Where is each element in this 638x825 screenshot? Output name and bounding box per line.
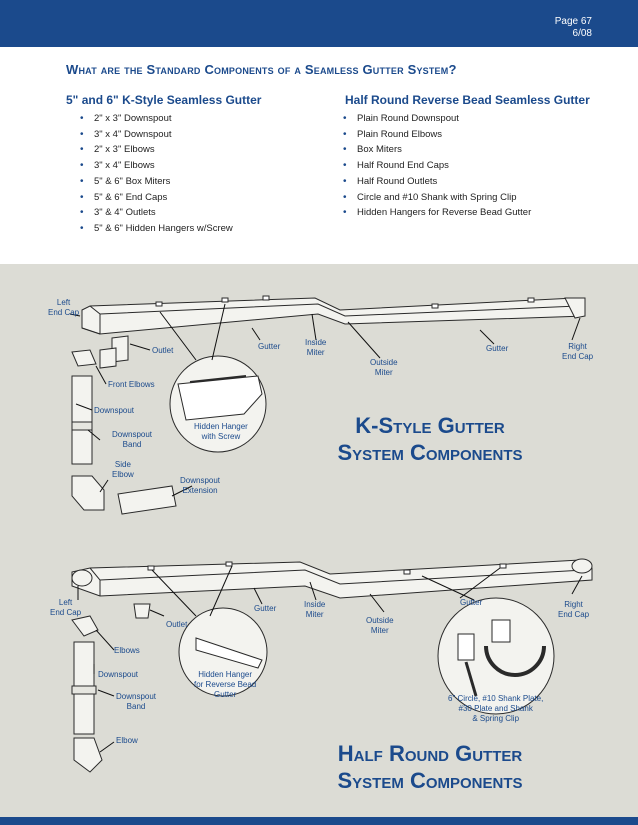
halfround-component-item: • Box Miters: [343, 142, 531, 158]
k-label-downspout: Downspout: [94, 406, 135, 415]
kstyle-diagram-title: K-Style Gutter System Components: [300, 412, 560, 466]
kstyle-component-item: • 2" x 3" Downspout: [80, 111, 233, 127]
halfround-component-item-text: Half Round End Caps: [357, 160, 449, 172]
h-label-gutter-2: Gutter: [460, 598, 483, 607]
h-label-circle-shank: 6" Circle, #10 Shank Plate,#30 Plate and…: [448, 694, 544, 723]
k-label-gutter-1: Gutter: [258, 342, 281, 351]
halfround-arrows: [77, 565, 583, 753]
page-number: Page 67 6/08: [555, 16, 592, 40]
kstyle-component-item: • 2" x 3" Elbows: [80, 142, 233, 158]
page-heading: What are the Standard Components of a Se…: [66, 62, 457, 77]
halfround-component-list: • Plain Round Downspout • Plain Round Elbow…: [343, 111, 531, 221]
halfround-component-item-text: Plain Round Elbows: [357, 128, 443, 140]
halfround-component-item: • Plain Round Downspout: [343, 111, 531, 127]
halfround-component-item-text: Plain Round Downspout: [357, 113, 459, 124]
h-label-downspout: Downspout: [98, 670, 139, 679]
halfround-component-item-text: Circle and #10 Shank with Spring Clip: [357, 191, 517, 203]
bullet-icon: •: [80, 175, 84, 187]
halfround-title-line-2: System Components: [337, 768, 523, 793]
kstyle-component-item: • 3" x 4" Downspout: [80, 127, 233, 143]
kstyle-hanger-callout: [169, 355, 267, 453]
halfround-circle-callout: [437, 597, 555, 715]
kstyle-component-item-text: 3" & 4" Outlets: [94, 207, 156, 219]
kstyle-component-item-text: 2" x 3" Elbows: [94, 144, 155, 156]
halfround-component-item: • Half Round End Caps: [343, 158, 531, 174]
halfround-component-item-text: Half Round Outlets: [357, 175, 438, 187]
kstyle-component-item-text: 3" x 4" Downspout: [94, 128, 172, 140]
kstyle-downspout-illustration: [71, 335, 177, 515]
bullet-icon: •: [343, 160, 347, 172]
bullet-icon: •: [80, 191, 84, 203]
kstyle-column-title: 5" and 6" K-Style Seamless Gutter: [66, 93, 262, 107]
kstyle-component-item-text: 5" & 6" Box Miters: [94, 175, 171, 187]
halfround-component-item: • Hidden Hangers for Reverse Bead Gutter: [343, 205, 531, 221]
halfround-title-line-1: Half Round Gutter: [337, 741, 523, 766]
h-label-elbows: Elbows: [114, 646, 140, 655]
header-bar: [0, 0, 638, 47]
kstyle-gutter-illustration: [81, 295, 586, 335]
h-label-outlet: Outlet: [166, 620, 188, 629]
kstyle-title-line-1: K-Style Gutter: [355, 413, 505, 438]
diagram-illustration: [69, 295, 593, 773]
k-label-outlet: Outlet: [152, 346, 174, 355]
bullet-icon: •: [80, 144, 84, 156]
k-label-front-elbows: Front Elbows: [108, 380, 155, 389]
halfround-component-item-text: Box Miters: [357, 144, 402, 156]
bullet-icon: •: [80, 207, 84, 219]
kstyle-component-item: • 3" x 4" Elbows: [80, 158, 233, 174]
h-label-elbow: Elbow: [116, 736, 138, 745]
kstyle-component-item-text: 5" & 6" End Caps: [94, 191, 168, 203]
bullet-icon: •: [80, 160, 84, 172]
halfround-hanger-callout: [178, 607, 268, 697]
kstyle-component-item: • 5" & 6" Hidden Hangers w/Screw: [80, 221, 233, 237]
bullet-icon: •: [80, 222, 84, 234]
bullet-icon: •: [343, 144, 347, 156]
kstyle-component-item-text: 2" x 3" Downspout: [94, 113, 172, 124]
bullet-icon: •: [80, 113, 84, 124]
bullet-icon: •: [343, 207, 347, 219]
page-number-text: Page 67: [554, 16, 592, 27]
bullet-icon: •: [80, 128, 84, 140]
halfround-component-item: • Circle and #10 Shank with Spring Clip: [343, 190, 531, 206]
bullet-icon: •: [343, 175, 347, 187]
kstyle-component-item-text: 3" x 4" Elbows: [94, 160, 155, 172]
kstyle-title-line-2: System Components: [337, 440, 523, 465]
page-date: 6/08: [572, 28, 592, 39]
bullet-icon: •: [343, 113, 347, 124]
halfround-component-item: • Plain Round Elbows: [343, 127, 531, 143]
halfround-component-item-text: Hidden Hangers for Reverse Bead Gutter: [357, 207, 532, 219]
bullet-icon: •: [343, 191, 347, 203]
halfround-downspout-illustration: [71, 603, 151, 773]
k-label-gutter-2: Gutter: [486, 344, 509, 353]
kstyle-arrows: [69, 303, 581, 497]
kstyle-component-item: • 5" & 6" End Caps: [80, 190, 233, 206]
halfround-diagram-title: Half Round Gutter System Components: [300, 740, 560, 794]
kstyle-component-item: • 3" & 4" Outlets: [80, 205, 233, 221]
halfround-column-title: Half Round Reverse Bead Seamless Gutter: [345, 93, 590, 107]
h-label-gutter-1: Gutter: [254, 604, 277, 613]
kstyle-component-list: • 2" x 3" Downspout • 3" x 4" Downspout • 2" …: [80, 111, 233, 237]
halfround-component-item: • Half Round Outlets: [343, 174, 531, 190]
bullet-icon: •: [343, 128, 347, 140]
footer-bar: [0, 817, 638, 825]
kstyle-component-item-text: 5" & 6" Hidden Hangers w/Screw: [94, 222, 233, 234]
kstyle-component-item: • 5" & 6" Box Miters: [80, 174, 233, 190]
halfround-gutter-illustration: [71, 558, 593, 599]
